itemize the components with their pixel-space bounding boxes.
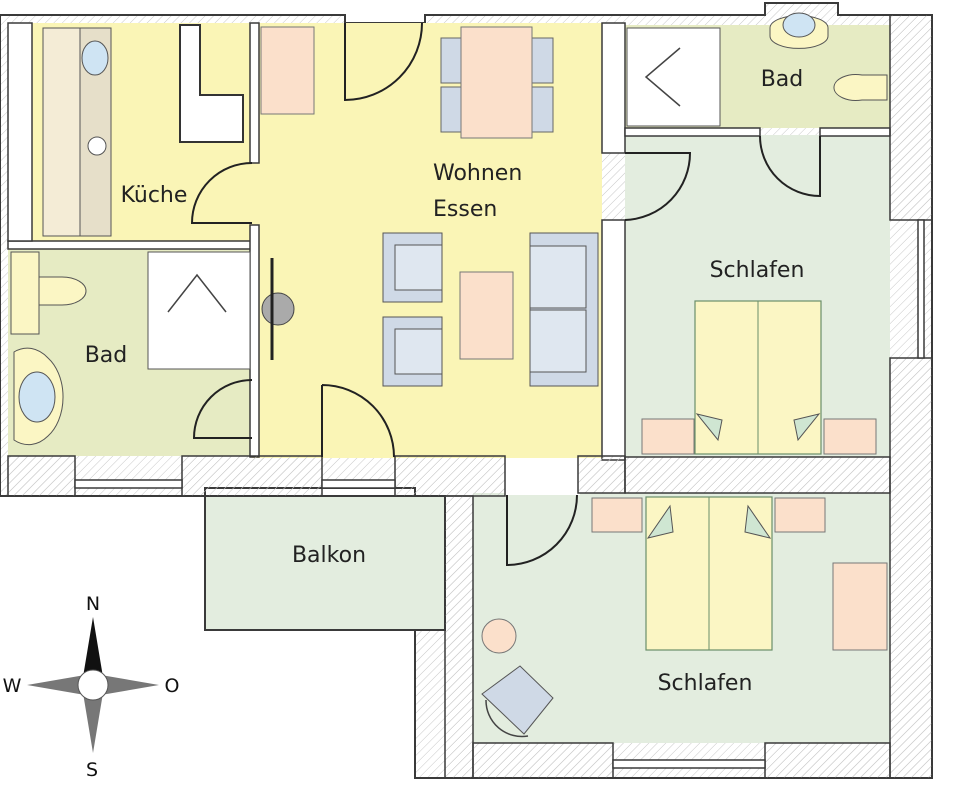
living-furniture [260, 26, 599, 387]
shower-tray [147, 251, 251, 370]
washbasin-icon [18, 371, 56, 423]
pillow [744, 504, 772, 539]
room-label-essen: Essen [433, 197, 497, 222]
room-label-bad-west: Bad [85, 343, 128, 368]
nightstand [774, 497, 826, 533]
bedroom-east-furniture [641, 300, 877, 455]
armchair [481, 665, 554, 738]
pillow [646, 504, 674, 539]
sink-icon [81, 40, 109, 76]
shower-tray [626, 27, 721, 127]
bath-east-fixtures [626, 12, 888, 127]
bath-west-fixtures [10, 251, 251, 446]
windows [7, 22, 925, 769]
tv-lamp-icon [261, 258, 295, 360]
room-label-wohnen: Wohnen [433, 161, 522, 186]
balcony-floor [204, 495, 446, 631]
compass-east: O [165, 675, 180, 697]
compass-icon: N S W O [3, 593, 180, 781]
kitchen-fixtures [42, 24, 244, 237]
bedroom-south-furniture [481, 496, 888, 738]
nightstand [641, 418, 695, 455]
armchair [382, 316, 443, 387]
room-label-bad-east: Bad [761, 67, 804, 92]
pillow [695, 413, 723, 442]
washbasin-icon [782, 12, 816, 38]
sofa [529, 232, 599, 387]
room-label-balkon: Balkon [292, 543, 366, 568]
dining-table [460, 26, 533, 139]
armchair [382, 232, 443, 303]
shower-icon [644, 47, 681, 107]
room-label-kueche: Küche [121, 183, 188, 208]
interior-walls [7, 14, 933, 779]
nightstand [591, 497, 643, 533]
room-labels: Küche Wohnen Essen Bad Bad Schlafen Schl… [85, 67, 805, 696]
stove-icon [87, 136, 107, 156]
toilet-icon [833, 74, 888, 101]
nightstand [823, 418, 877, 455]
dining-chair [530, 37, 554, 84]
corridor-floor [505, 458, 580, 495]
room-label-schlafen-east: Schlafen [710, 258, 805, 283]
dining-chair [530, 86, 554, 133]
compass-south: S [86, 759, 98, 781]
wardrobe [832, 562, 888, 651]
sideboard [260, 26, 315, 115]
coffee-table [459, 271, 514, 360]
shower-icon [167, 273, 227, 313]
pillow [793, 413, 821, 442]
toilet-icon [38, 276, 87, 306]
compass-north: N [86, 593, 100, 615]
dining-chair [440, 86, 464, 133]
compass-west: W [3, 675, 22, 697]
dining-chair [440, 37, 464, 84]
side-table [481, 618, 517, 654]
doors [190, 22, 821, 567]
room-label-schlafen-south: Schlafen [658, 671, 753, 696]
